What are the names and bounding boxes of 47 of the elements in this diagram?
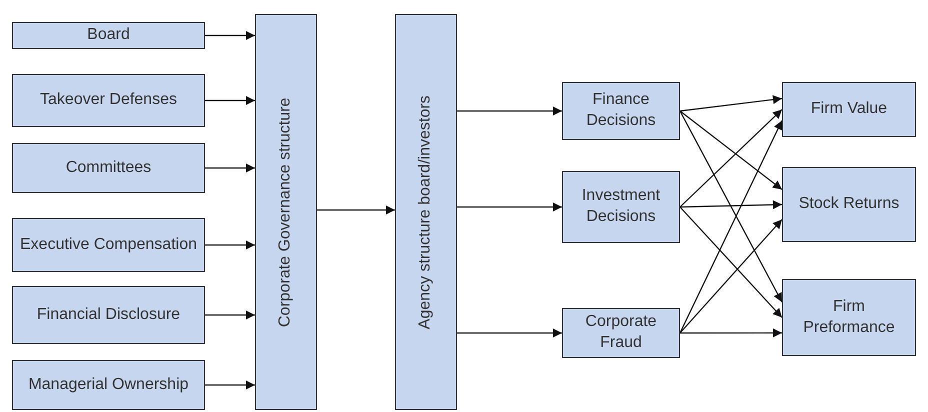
box-label: Managerial Ownership — [28, 374, 189, 395]
arrow — [680, 219, 782, 334]
factor-box — [782, 82, 916, 137]
arrow — [205, 96, 255, 105]
arrow — [317, 206, 395, 214]
box-label: Stock Returns — [798, 194, 900, 214]
factor-box — [12, 218, 205, 272]
box-label: Takeover Defenses — [40, 90, 177, 110]
box-label: Corporate Governance structure — [276, 97, 295, 327]
arrow — [205, 380, 255, 390]
factor-box — [12, 360, 205, 410]
arrow — [205, 31, 255, 40]
box-label: Finance Decisions — [585, 90, 657, 131]
factor-box — [12, 74, 205, 127]
factor-box — [12, 286, 205, 344]
arrow — [679, 110, 783, 302]
arrow — [205, 310, 255, 320]
factor-box — [12, 143, 205, 193]
arrow — [680, 109, 782, 208]
box-label: Board — [87, 25, 130, 46]
box-label: Financial Disclosure — [36, 304, 180, 325]
box-label: Investment Decisions — [580, 186, 662, 227]
factor-box — [562, 82, 680, 140]
arrow — [457, 106, 562, 116]
arrow — [679, 120, 783, 334]
structure-bar — [255, 14, 317, 410]
arrow — [680, 328, 782, 338]
factor-box — [782, 279, 916, 356]
arrow — [457, 328, 562, 338]
box-label: Agency structure board/investors — [416, 95, 435, 329]
box-label: Executive Compensation — [20, 234, 197, 255]
box-label: Corporate Fraud — [584, 312, 658, 353]
arrow — [680, 110, 782, 190]
factor-box — [782, 167, 916, 242]
arrow — [205, 240, 255, 250]
arrow — [680, 206, 782, 318]
box-label: Committees — [66, 158, 152, 178]
factor-box — [12, 22, 205, 49]
box-label: Firm Value — [810, 99, 888, 120]
arrow — [680, 95, 782, 112]
box-label: Firm Preformance — [802, 296, 896, 338]
factor-box — [562, 171, 680, 243]
factor-box — [562, 308, 680, 358]
arrow — [457, 202, 562, 212]
structure-bar — [395, 14, 457, 410]
arrow — [680, 200, 782, 210]
arrow — [205, 164, 255, 172]
